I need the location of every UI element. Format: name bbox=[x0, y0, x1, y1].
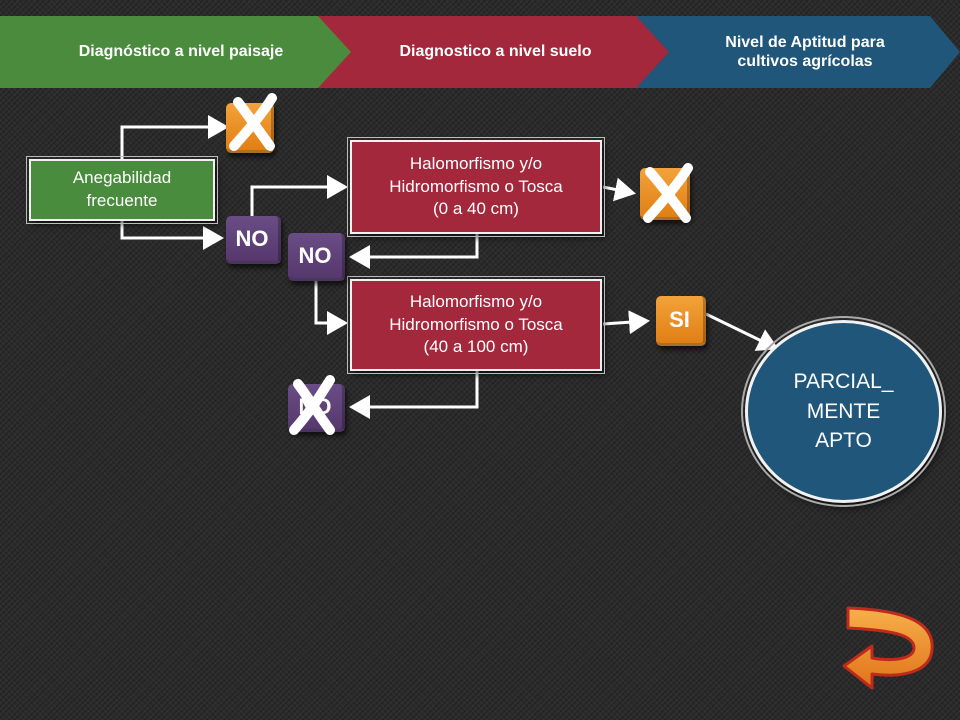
anegabilidad-node: Anegabilidad frecuente bbox=[26, 156, 218, 224]
step-aptitude-level: Nivel de Aptitud para cultivos agrícolas bbox=[636, 16, 960, 88]
condition1-line1: Halomorfismo y/o bbox=[409, 153, 543, 173]
condition-0-40cm-node: Halomorfismo y/o Hidromorfismo o Tosca (… bbox=[347, 137, 605, 237]
cross-icon bbox=[229, 93, 277, 151]
si-badge: SI bbox=[656, 296, 706, 346]
arrow-cond2-to-x bbox=[349, 371, 479, 419]
condition-40-100cm-node: Halomorfismo y/o Hidromorfismo o Tosca (… bbox=[347, 276, 605, 374]
arrow-no-to-cond2 bbox=[314, 281, 348, 335]
si-badge-label: SI bbox=[669, 306, 690, 332]
no-badge-2-label: NO bbox=[298, 242, 332, 268]
cross-icon bbox=[643, 163, 693, 223]
step-soil-diagnosis: Diagnostico a nivel suelo bbox=[318, 16, 673, 88]
condition1-line2: Hidromorfismo o Tosca bbox=[389, 176, 563, 196]
condition2-line2: Hidromorfismo o Tosca bbox=[389, 314, 563, 334]
condition1-line3: (0 a 40 cm) bbox=[433, 199, 519, 219]
step-aptitude-line1: Nivel de Aptitud para bbox=[725, 33, 885, 51]
cross-icon bbox=[289, 375, 335, 435]
result-line2: MENTE bbox=[806, 399, 881, 423]
arrow-cond1-to-x bbox=[602, 177, 636, 202]
result-partially-suitable: PARCIAL_ MENTE APTO bbox=[741, 316, 946, 507]
anegabilidad-line2: frecuente bbox=[86, 191, 158, 210]
condition2-line3: (40 a 100 cm) bbox=[423, 337, 529, 357]
no-badge-2: NO bbox=[288, 233, 345, 281]
step-soil-label: Diagnostico a nivel suelo bbox=[399, 43, 592, 61]
step-landscape-label: Diagnóstico a nivel paisaje bbox=[78, 43, 284, 61]
step-landscape-diagnosis: Diagnóstico a nivel paisaje bbox=[0, 16, 352, 88]
result-line3: APTO bbox=[815, 429, 872, 453]
arrow-no-to-cond1 bbox=[250, 175, 348, 216]
arrow-cond2-to-si bbox=[602, 310, 650, 335]
arrow-anegabilidad-to-x bbox=[120, 115, 229, 159]
arrow-si-to-result bbox=[705, 312, 779, 351]
no-badge-1: NO bbox=[226, 216, 281, 264]
step-aptitude-label: Nivel de Aptitud para cultivos agrícolas bbox=[725, 33, 884, 71]
result-line1: PARCIAL_ bbox=[793, 370, 894, 394]
condition2-line1: Halomorfismo y/o bbox=[409, 291, 543, 311]
step-aptitude-line2: cultivos agrícolas bbox=[737, 53, 873, 70]
arrow-anegabilidad-to-no bbox=[120, 221, 224, 250]
no-badge-1-label: NO bbox=[235, 225, 269, 251]
arrow-cond1-to-no bbox=[349, 234, 479, 269]
anegabilidad-line1: Anegabilidad bbox=[72, 168, 172, 188]
curved-return-arrow-icon[interactable] bbox=[840, 600, 940, 700]
